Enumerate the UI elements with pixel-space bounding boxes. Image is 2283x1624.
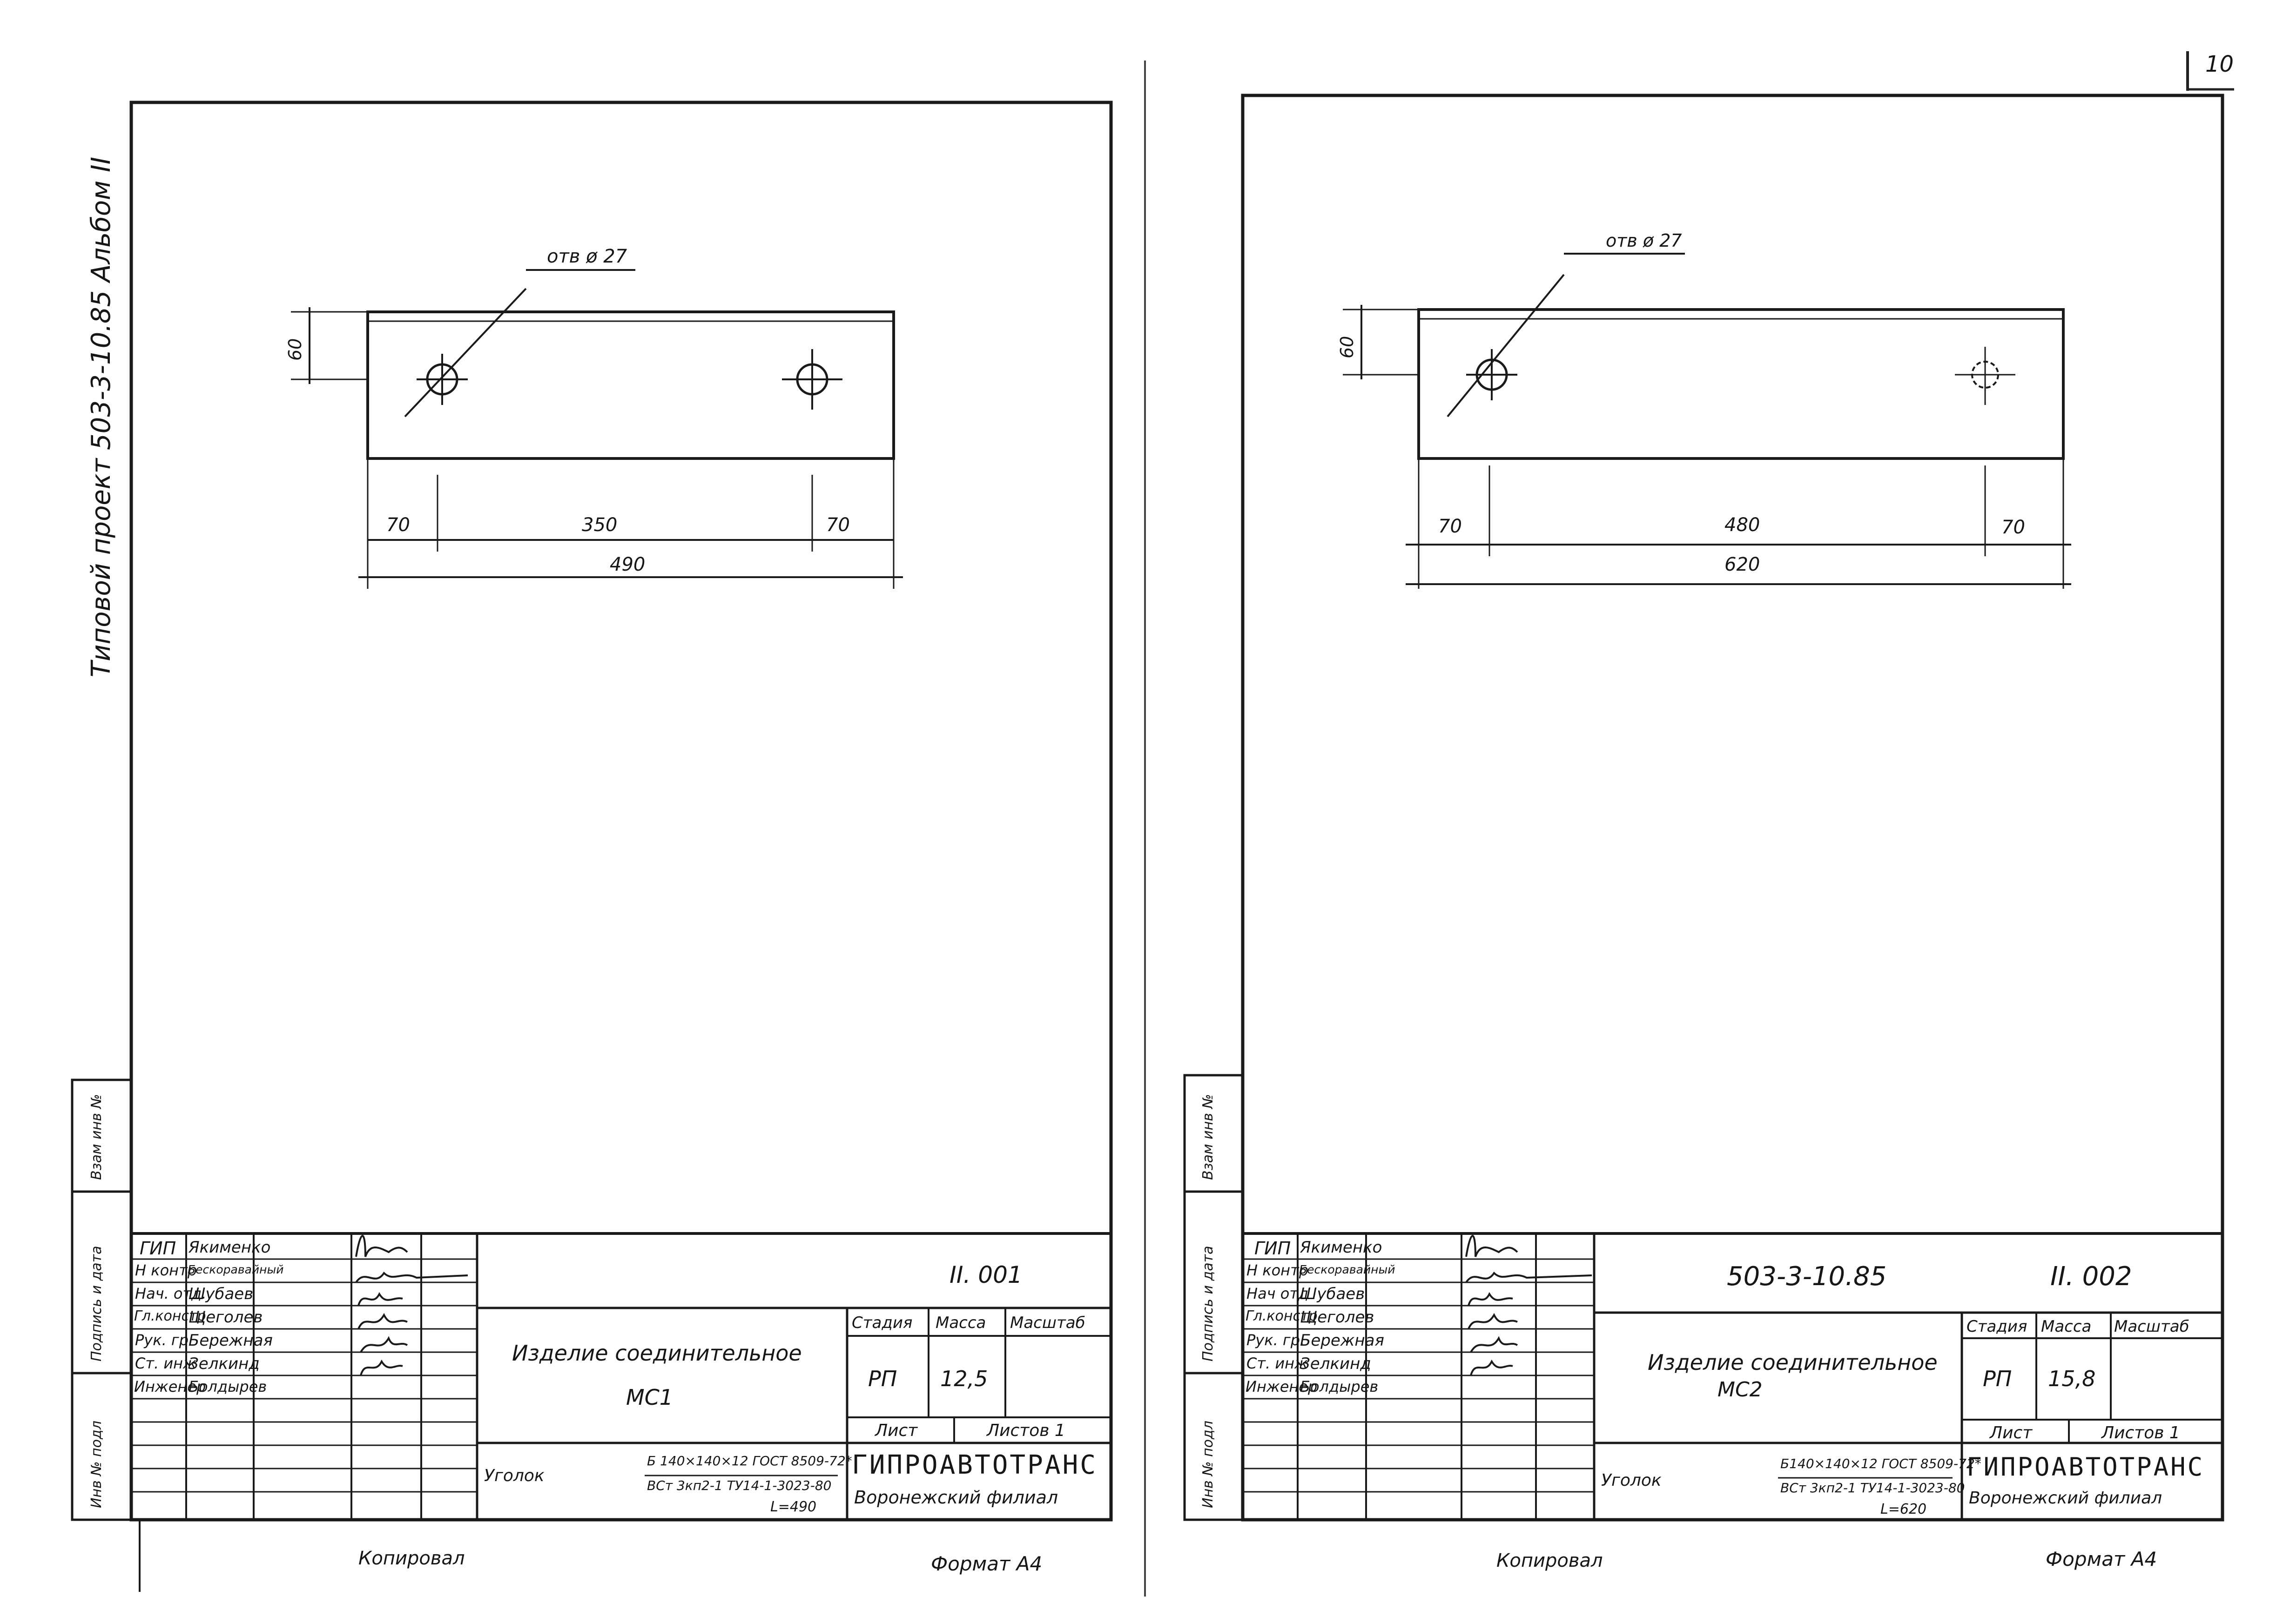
org-branch: Воронежский филиал (854, 1487, 1058, 1508)
dim-left: 70 (1438, 516, 1462, 537)
stage-value: РП (868, 1366, 897, 1391)
title-line2: МС2 (1717, 1378, 1763, 1402)
project-designation: 503-3-10.85 (1727, 1261, 1887, 1292)
material-profile: Б140×140×12 ГОСТ 8509-72* (1780, 1456, 1981, 1471)
name-nach-otd: Шубаев (189, 1285, 254, 1303)
material-label: Уголок (1601, 1471, 1662, 1490)
dim-left: 70 (386, 514, 410, 536)
copied-label: Копировал (1496, 1550, 1603, 1571)
signatures-right (1465, 1235, 1592, 1376)
dim-middle: 480 (1724, 514, 1760, 536)
name-ruk-gr: Бережная (189, 1331, 273, 1350)
role-st-inzh: Ст. инж (1246, 1354, 1308, 1372)
role-inzhener: Инженер (134, 1378, 206, 1395)
format-label: Формат А4 (2046, 1548, 2157, 1570)
sheet-left: Типовой проект 503-3-10.85 Альбом II Вза… (71, 101, 1113, 1592)
name-n-kontr: Бескоравайный (188, 1263, 284, 1276)
name-st-inzh: Зелкинд (1300, 1354, 1371, 1373)
margin-podpis-data-right: Подпись и дата (1200, 1246, 1216, 1362)
role-st-inzh: Ст. инж (135, 1354, 196, 1372)
name-inzhener: Болдырев (189, 1378, 267, 1395)
project-designation-vertical: Типовой проект 503-3-10.85 Альбом II (86, 156, 116, 677)
dim-total: 490 (610, 554, 646, 575)
sheets-count: Листов 1 (987, 1421, 1065, 1440)
material-profile: Б 140×140×12 ГОСТ 8509-72* (647, 1453, 852, 1469)
format-label: Формат А4 (931, 1552, 1043, 1575)
role-ruk-gr: Рук. гр (135, 1331, 189, 1349)
material-steel: ВСт 3кп2-1 ТУ14-1-3023-80 (1780, 1480, 1965, 1496)
material-label: Уголок (484, 1466, 545, 1485)
name-n-kontr: Бескоравайный (1299, 1263, 1395, 1276)
material-steel: ВСт 3кп2-1 ТУ14-1-3023-80 (647, 1478, 832, 1493)
hole-callout: отв ø 27 (547, 246, 627, 267)
org-name: ГИПРОАВТОТРАНС (1966, 1452, 2205, 1482)
role-nach-otd: Нач отд (1246, 1285, 1309, 1302)
mass-value: 15,8 (2048, 1366, 2096, 1391)
margin-inv-podl: Инв № подл (88, 1421, 105, 1508)
dim-height: 60 (285, 338, 305, 361)
dim-right: 70 (826, 514, 850, 536)
role-nach-otd: Нач. отд. (135, 1285, 207, 1302)
hole-callout: отв ø 27 (1606, 230, 1682, 251)
role-gl-konstr: Гл.констр (134, 1308, 206, 1324)
mass-header: Масса (2041, 1317, 2092, 1336)
scale-header: Масштаб (2114, 1317, 2189, 1336)
title-line1: Изделие соединительное (512, 1341, 802, 1366)
name-nach-otd: Шубаев (1300, 1285, 1365, 1303)
role-n-kontr: Н контр (135, 1261, 197, 1279)
copied-label: Копировал (358, 1548, 465, 1569)
role-n-kontr: Н контр (1246, 1261, 1309, 1279)
sheet-label: Лист (1990, 1423, 2033, 1442)
name-gip: Якименко (1300, 1238, 1382, 1257)
role-gip: ГИП (140, 1238, 176, 1259)
stage-value: РП (1983, 1366, 2012, 1391)
sheet-label: Лист (875, 1421, 918, 1440)
doc-code: II. 001 (950, 1261, 1023, 1288)
role-gip: ГИП (1254, 1238, 1291, 1259)
role-gl-konstr: Гл.констр (1246, 1308, 1318, 1324)
title-line1: Изделие соединительное (1648, 1350, 1938, 1375)
name-ruk-gr: Бережная (1300, 1331, 1384, 1350)
mass-value: 12,5 (940, 1366, 988, 1391)
sheet-right-linework (1183, 94, 2224, 1522)
name-gl-konstr: Щеголев (1300, 1308, 1374, 1327)
signatures-left (355, 1235, 468, 1376)
scale-header: Масштаб (1010, 1314, 1085, 1332)
role-ruk-gr: Рук. гр. (1246, 1331, 1305, 1349)
sheet-left-linework (71, 101, 1113, 1592)
dim-right: 70 (2001, 517, 2025, 538)
name-inzhener: Болдырев (1300, 1378, 1379, 1395)
org-branch: Воронежский филиал (1969, 1489, 2162, 1508)
title-line2: МС1 (626, 1385, 673, 1410)
margin-inv-podl-right: Инв № подл (1200, 1421, 1216, 1508)
stage-header: Стадия (852, 1314, 913, 1332)
sheet-right: Взам инв № Подпись и дата Инв № подл отв… (1145, 0, 2283, 1624)
margin-vzam-inv: Взам инв № (88, 1094, 105, 1180)
length-value: L=490 (770, 1499, 817, 1515)
stage-header: Стадия (1966, 1317, 2027, 1336)
mass-header: Масса (936, 1314, 986, 1332)
dim-middle: 350 (582, 514, 618, 536)
org-name: ГИПРОАВТОТРАНС (852, 1450, 1098, 1480)
role-inzhener: Инженер (1246, 1378, 1318, 1395)
dim-total: 620 (1724, 554, 1760, 575)
length-value: L=620 (1880, 1501, 1927, 1517)
name-st-inzh: Зелкинд (189, 1354, 260, 1373)
doc-code: II. 002 (2050, 1261, 2132, 1292)
sheets-count: Листов 1 (2101, 1423, 2180, 1442)
name-gip: Якименко (189, 1238, 271, 1257)
name-gl-konstr: Щеголев (189, 1308, 263, 1327)
dim-height: 60 (1337, 336, 1357, 358)
margin-vzam-inv-right: Взам инв № (1200, 1094, 1216, 1180)
margin-podpis-data: Подпись и дата (88, 1246, 105, 1362)
page-number: 10 (2205, 51, 2234, 77)
